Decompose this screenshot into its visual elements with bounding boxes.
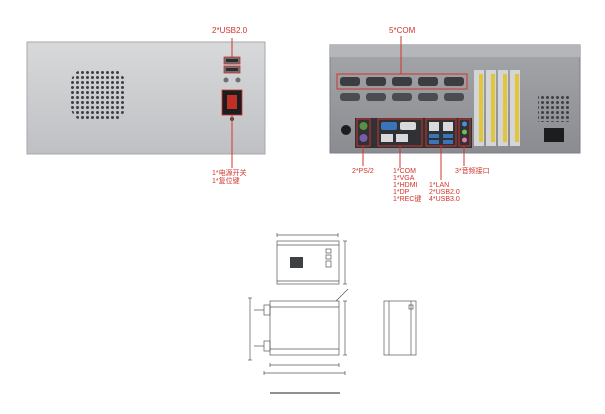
ps2-label: 2*PS/2: [352, 168, 374, 175]
audio-jack-icon: [462, 121, 467, 143]
dimension-drawings-svg: [248, 233, 417, 394]
io-label-dp: 1*DP: [393, 189, 410, 196]
power-switch-label: 1*电源开关: [212, 170, 247, 177]
io-label-rec: 1*REC键: [393, 196, 422, 203]
chassis-photos-svg: [26, 36, 581, 180]
rear-chassis: [329, 44, 581, 154]
net-label-usb2: 2*USB2.0: [429, 189, 460, 196]
dimension-drawings: [0, 215, 605, 409]
drawing-side-view: [248, 288, 349, 375]
net-label-usb3: 4*USB3.0: [429, 196, 460, 203]
power-socket-icon: [544, 128, 564, 142]
usb-front-label: 2*USB2.0: [212, 26, 248, 35]
drawing-profile-view: [383, 300, 417, 356]
reset-button-label: 1*复位键: [212, 178, 240, 185]
front-chassis: [26, 41, 266, 155]
product-photos: 2*USB2.0 1*电源开关 1*复位键 5*COM 2*PS/2 1*COM…: [26, 26, 581, 203]
com-port-icon: [340, 77, 464, 86]
vent-grille-icon: [71, 69, 125, 121]
io-label-vga: 1*VGA: [393, 175, 415, 182]
io-label-hdmi: 1*HDMI: [393, 182, 418, 189]
drawing-front-view: [276, 233, 347, 285]
io-label-com: 1*COM: [393, 168, 416, 175]
net-label-lan: 1*LAN: [429, 182, 450, 189]
audio-label: 3*音频接口: [455, 168, 490, 175]
ps2-port-icon: [359, 122, 368, 142]
com-ports-label: 5*COM: [389, 26, 416, 35]
